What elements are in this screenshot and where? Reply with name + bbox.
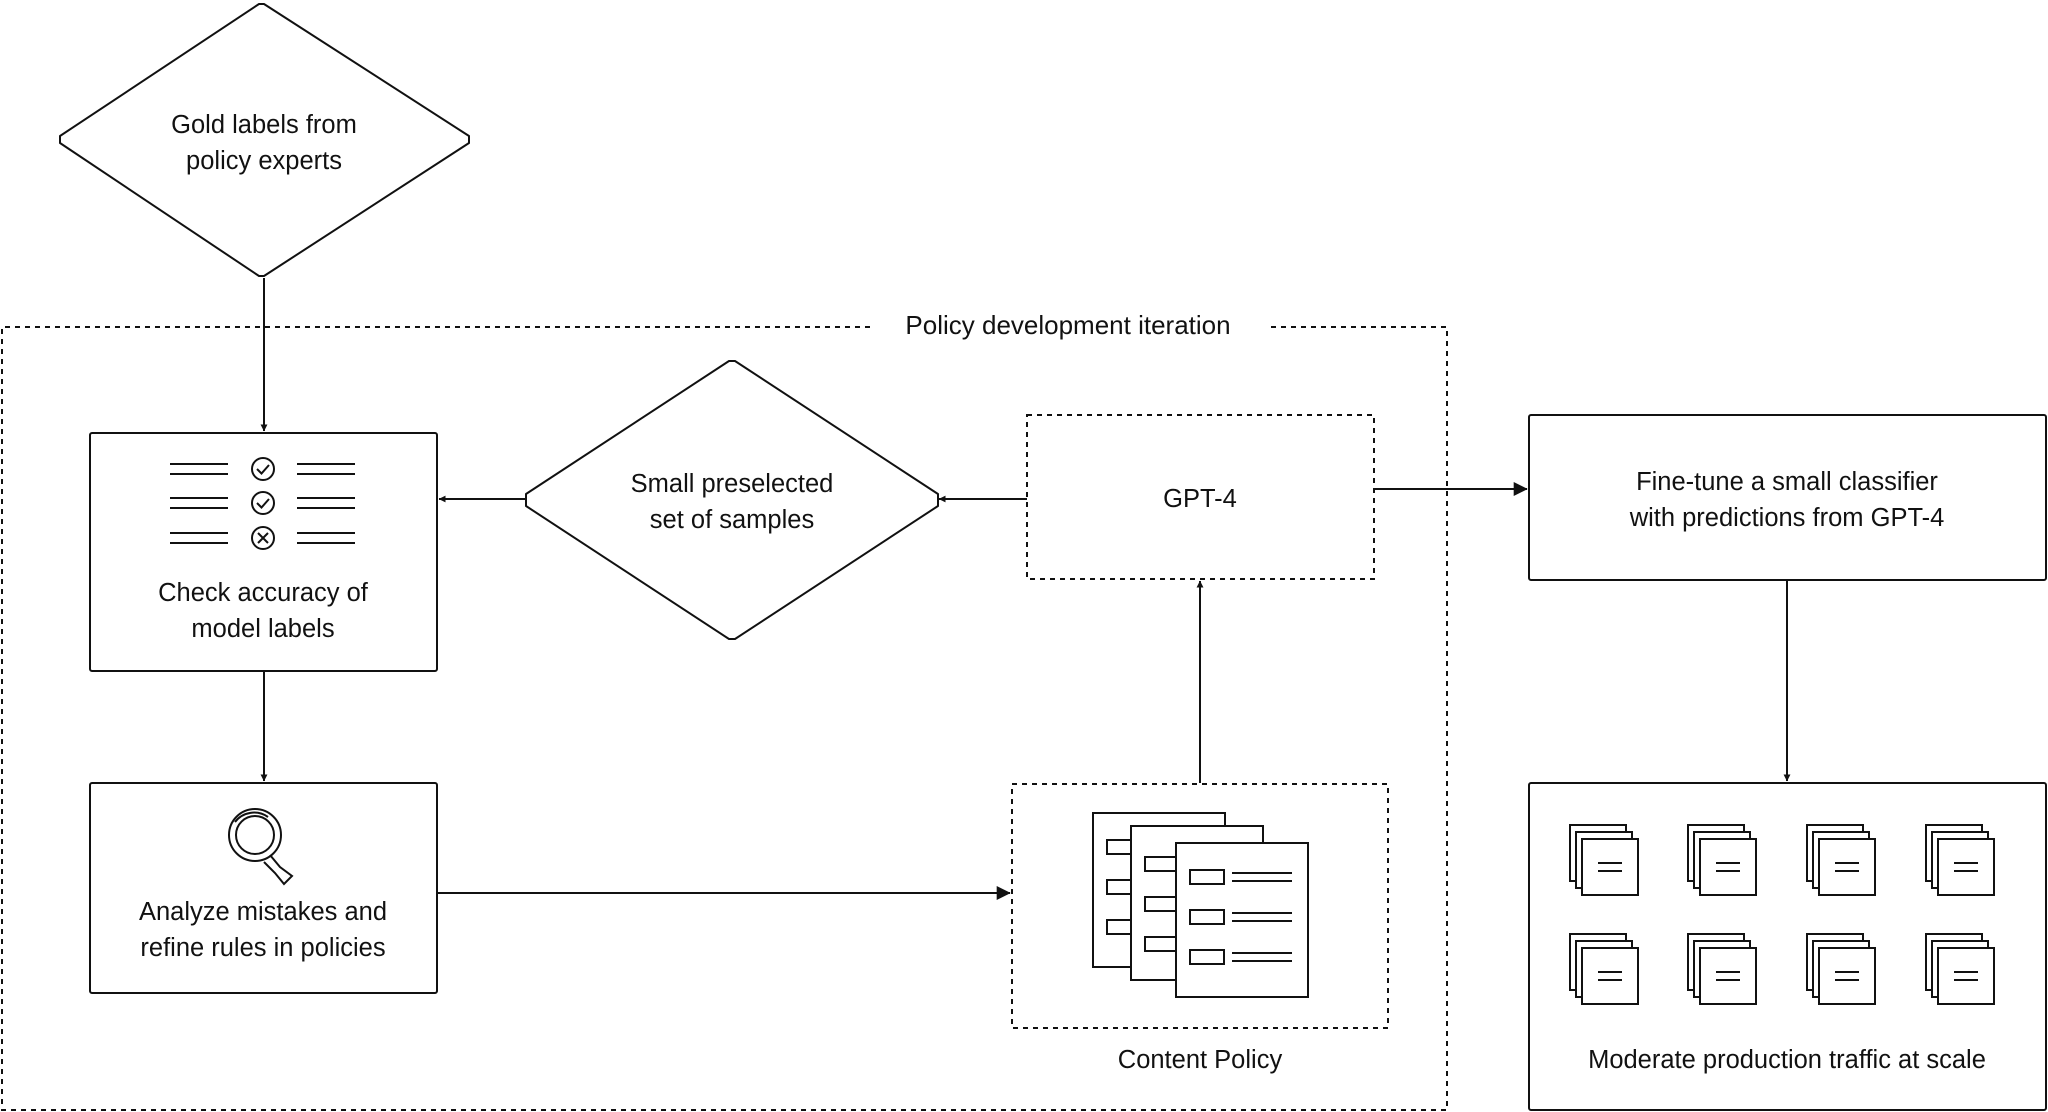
iteration-container: Policy development iteration	[1, 310, 1448, 1111]
gold-labels-line2: policy experts	[186, 147, 342, 175]
samples-line1: Small preselected	[631, 470, 834, 498]
document-stack-icon	[1925, 933, 1995, 1005]
finetune-box: Fine-tune a small classifier with predic…	[1528, 414, 2047, 581]
document-stack-icon	[1687, 824, 1757, 896]
gpt4-box: GPT-4	[1026, 414, 1375, 580]
moderate-box: Moderate production traffic at scale	[1528, 782, 2047, 1111]
iteration-title: Policy development iteration	[905, 310, 1230, 340]
policy-documents-icon	[1092, 812, 1309, 998]
document-stack-icon	[1806, 824, 1876, 896]
moderate-label: Moderate production traffic at scale	[1588, 1046, 1986, 1074]
document-stack-icon	[1806, 933, 1876, 1005]
samples-diamond: Small preselected set of samples	[525, 360, 939, 640]
check-accuracy-line1: Check accuracy of	[158, 579, 369, 607]
finetune-line2: with predictions from GPT-4	[1629, 504, 1945, 532]
content-policy-box: Content Policy	[1011, 783, 1389, 1074]
samples-line2: set of samples	[650, 506, 814, 534]
connectors	[260, 278, 1791, 900]
analyze-box: Analyze mistakes and refine rules in pol…	[89, 782, 438, 994]
magnifier-icon	[228, 808, 294, 886]
analyze-line2: refine rules in policies	[140, 934, 385, 962]
document-stack-icon	[1569, 824, 1639, 896]
document-stack-icon	[1925, 824, 1995, 896]
checklist-icon	[170, 457, 355, 550]
document-stack-icon	[1687, 933, 1757, 1005]
check-accuracy-box: Check accuracy of model labels	[89, 432, 438, 672]
document-stack-icon	[1569, 933, 1639, 1005]
gold-labels-line1: Gold labels from	[171, 111, 357, 139]
check-accuracy-line2: model labels	[191, 615, 334, 643]
finetune-line1: Fine-tune a small classifier	[1636, 468, 1938, 496]
gold-labels-diamond: Gold labels from policy experts	[59, 3, 470, 277]
content-policy-label: Content Policy	[1118, 1046, 1283, 1074]
analyze-line1: Analyze mistakes and	[139, 898, 387, 926]
gpt4-label: GPT-4	[1163, 485, 1237, 513]
